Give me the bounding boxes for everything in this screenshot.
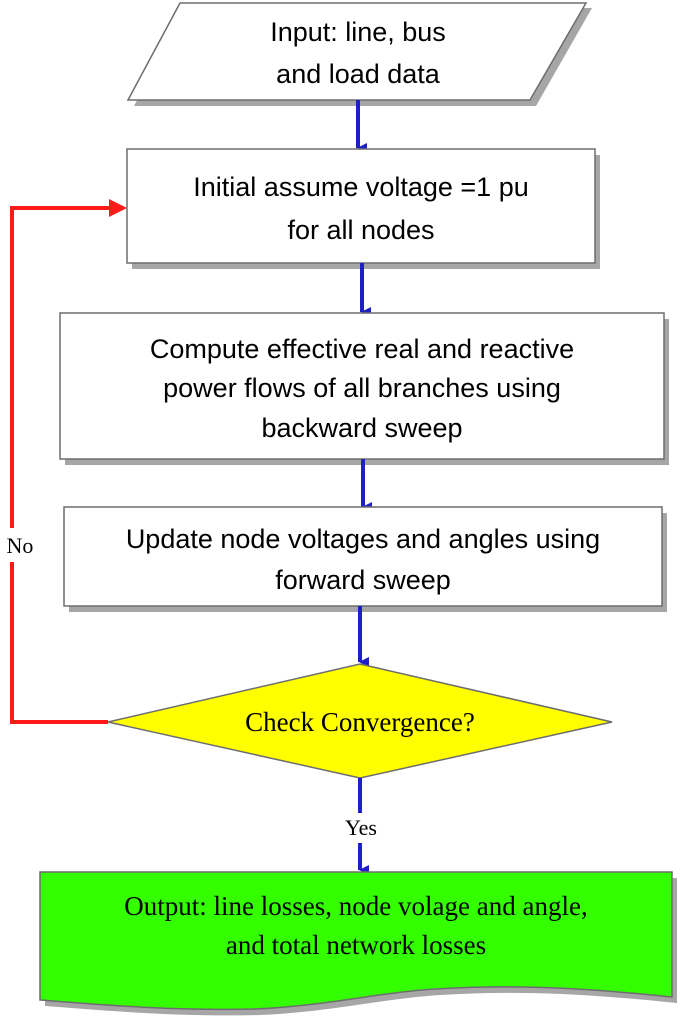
yes-label: Yes	[345, 815, 377, 840]
backward-line-3: backward sweep	[261, 413, 462, 443]
init-line-1: Initial assume voltage =1 pu	[193, 172, 528, 202]
decision-label: Check Convergence?	[245, 707, 475, 737]
forward-line-1: Update node voltages and angles using	[126, 524, 600, 554]
input-node: Input: line, bus and load data	[126, 2, 592, 106]
output-line-1: Output: line losses, node volage and ang…	[124, 891, 587, 921]
input-line-2: and load data	[276, 59, 441, 89]
init-line-2: for all nodes	[287, 215, 434, 245]
forward-node: Update node voltages and angles using fo…	[63, 506, 667, 612]
output-line-2: and total network losses	[226, 930, 486, 960]
init-node: Initial assume voltage =1 pu for all nod…	[126, 148, 600, 269]
loop-back-arrowhead	[109, 199, 127, 217]
loop-back-connector	[10, 206, 112, 724]
output-node: Output: line losses, node volage and ang…	[39, 871, 677, 1016]
input-line-1: Input: line, bus	[270, 17, 446, 47]
backward-line-1: Compute effective real and reactive	[150, 334, 574, 364]
forward-line-2: forward sweep	[275, 565, 451, 595]
no-label: No	[7, 533, 34, 558]
backward-line-2: power flows of all branches using	[163, 373, 561, 403]
decision-node: Check Convergence?	[107, 663, 613, 779]
backward-node: Compute effective real and reactive powe…	[59, 312, 669, 465]
